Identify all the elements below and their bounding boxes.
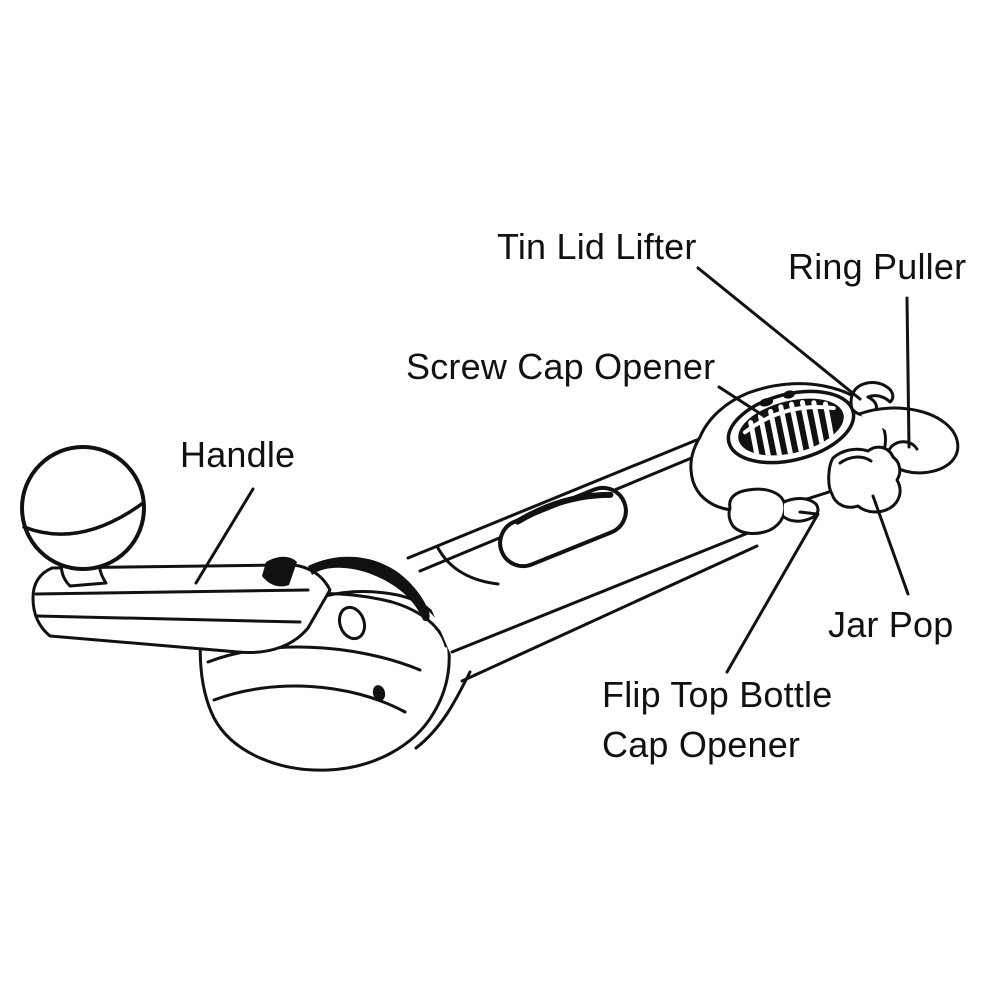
flip-top-hook xyxy=(727,487,820,535)
label-handle: Handle xyxy=(180,434,296,475)
hinge-joint xyxy=(262,556,430,622)
handle-arm xyxy=(31,563,332,654)
body-slot-window xyxy=(498,485,628,569)
leader-screw-cap-opener xyxy=(717,385,766,418)
leader-lines xyxy=(194,266,911,674)
leader-handle xyxy=(194,487,255,585)
label-ring-puller: Ring Puller xyxy=(788,246,967,287)
jar-pop-lobe xyxy=(827,445,902,514)
pivot-hole xyxy=(337,605,367,641)
leader-jar-pop xyxy=(871,494,910,596)
screw-cap-grip xyxy=(726,389,856,465)
leader-ring-puller xyxy=(905,296,911,449)
leader-tin-lid-lifter xyxy=(696,266,862,401)
label-flip-top-line2: Cap Opener xyxy=(602,724,801,765)
label-screw-cap-opener: Screw Cap Opener xyxy=(406,346,716,387)
label-jar-pop: Jar Pop xyxy=(828,604,954,645)
ball-knob xyxy=(20,445,146,571)
label-flip-top-bottle-cap-opener: Flip Top Bottle Cap Opener xyxy=(602,670,832,770)
label-flip-top-line1: Flip Top Bottle xyxy=(602,674,833,715)
label-tin-lid-lifter: Tin Lid Lifter xyxy=(497,226,697,267)
leader-flip-top xyxy=(725,512,820,674)
pin-dot xyxy=(372,685,386,701)
